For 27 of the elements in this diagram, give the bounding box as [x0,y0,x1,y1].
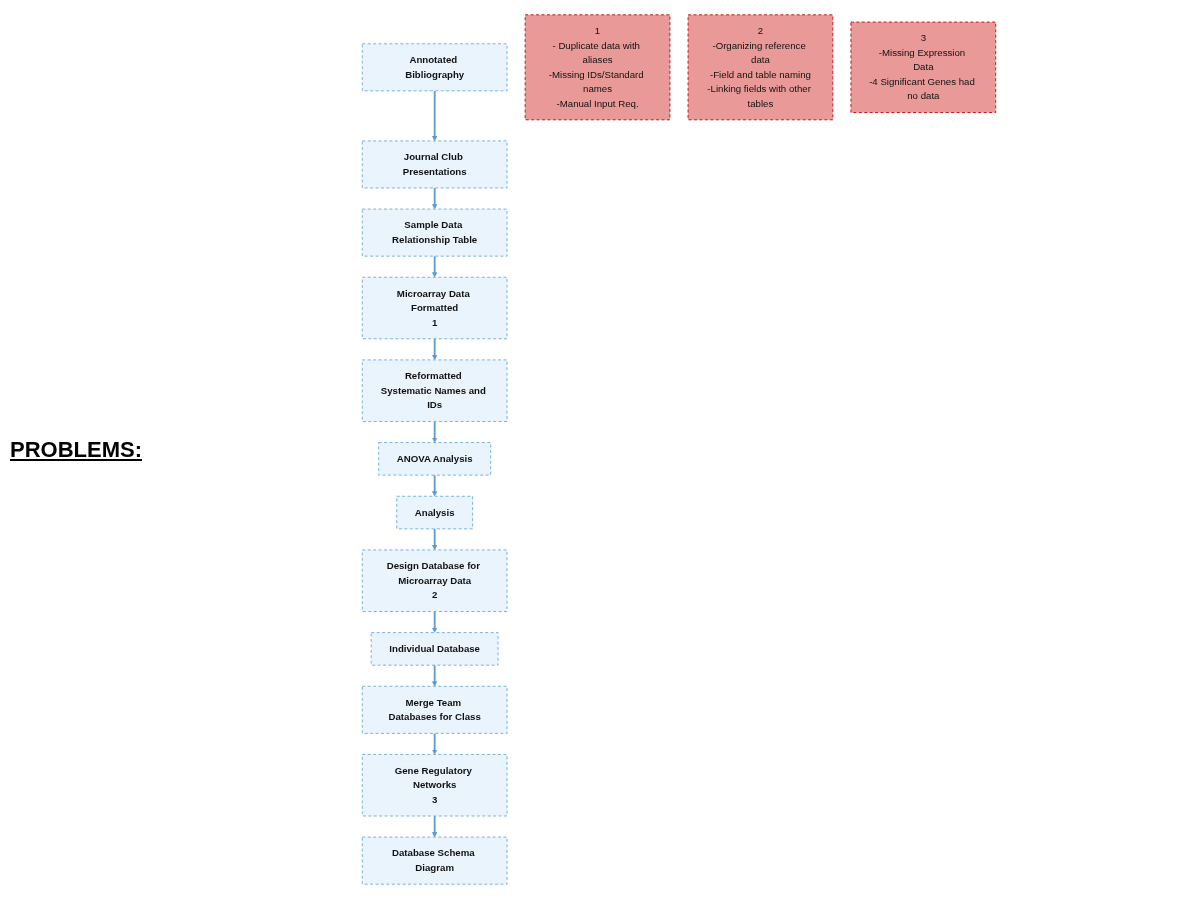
node-box: Gene Regulatory Networks 3 [361,754,508,817]
arrow [432,337,438,361]
node-box: Merge Team Databases for Class [361,685,508,734]
arrow [432,474,438,497]
arrow [432,187,438,210]
node-box: Sample Data Relationship Table [361,208,508,257]
arrow [432,664,438,687]
node-box: Microarray Data Formatted 1 [361,276,508,340]
node-box: Journal Club Presentations [361,140,508,189]
node-box: 3 -Missing Expression Data -4 Significant Genes had no data [850,21,997,113]
node-box: Individual Database [370,632,499,666]
node-box: Analysis [396,495,474,530]
node-box: Reformatted Systematic Names and IDs [361,359,508,422]
node-box: Annotated Bibliography [361,43,508,92]
node-box: ANOVA Analysis [378,442,492,476]
node-box: 1 - Duplicate data with aliases -Missing IDs/Standard names -Manual Input Req. [524,14,671,121]
arrow [432,420,438,443]
arrow [432,89,438,142]
section-heading: PROBLEMS: [10,436,143,463]
arrow [432,255,438,278]
node-box: 2 -Organizing reference data -Field and table naming -Linking fields with other tables [687,14,834,121]
arrow [432,527,438,551]
arrow [432,610,438,633]
arrow [432,732,438,755]
node-box: Design Database for Microarray Data 2 [361,549,508,612]
arrow [432,815,438,838]
node-box: Database Schema Diagram [361,836,508,885]
